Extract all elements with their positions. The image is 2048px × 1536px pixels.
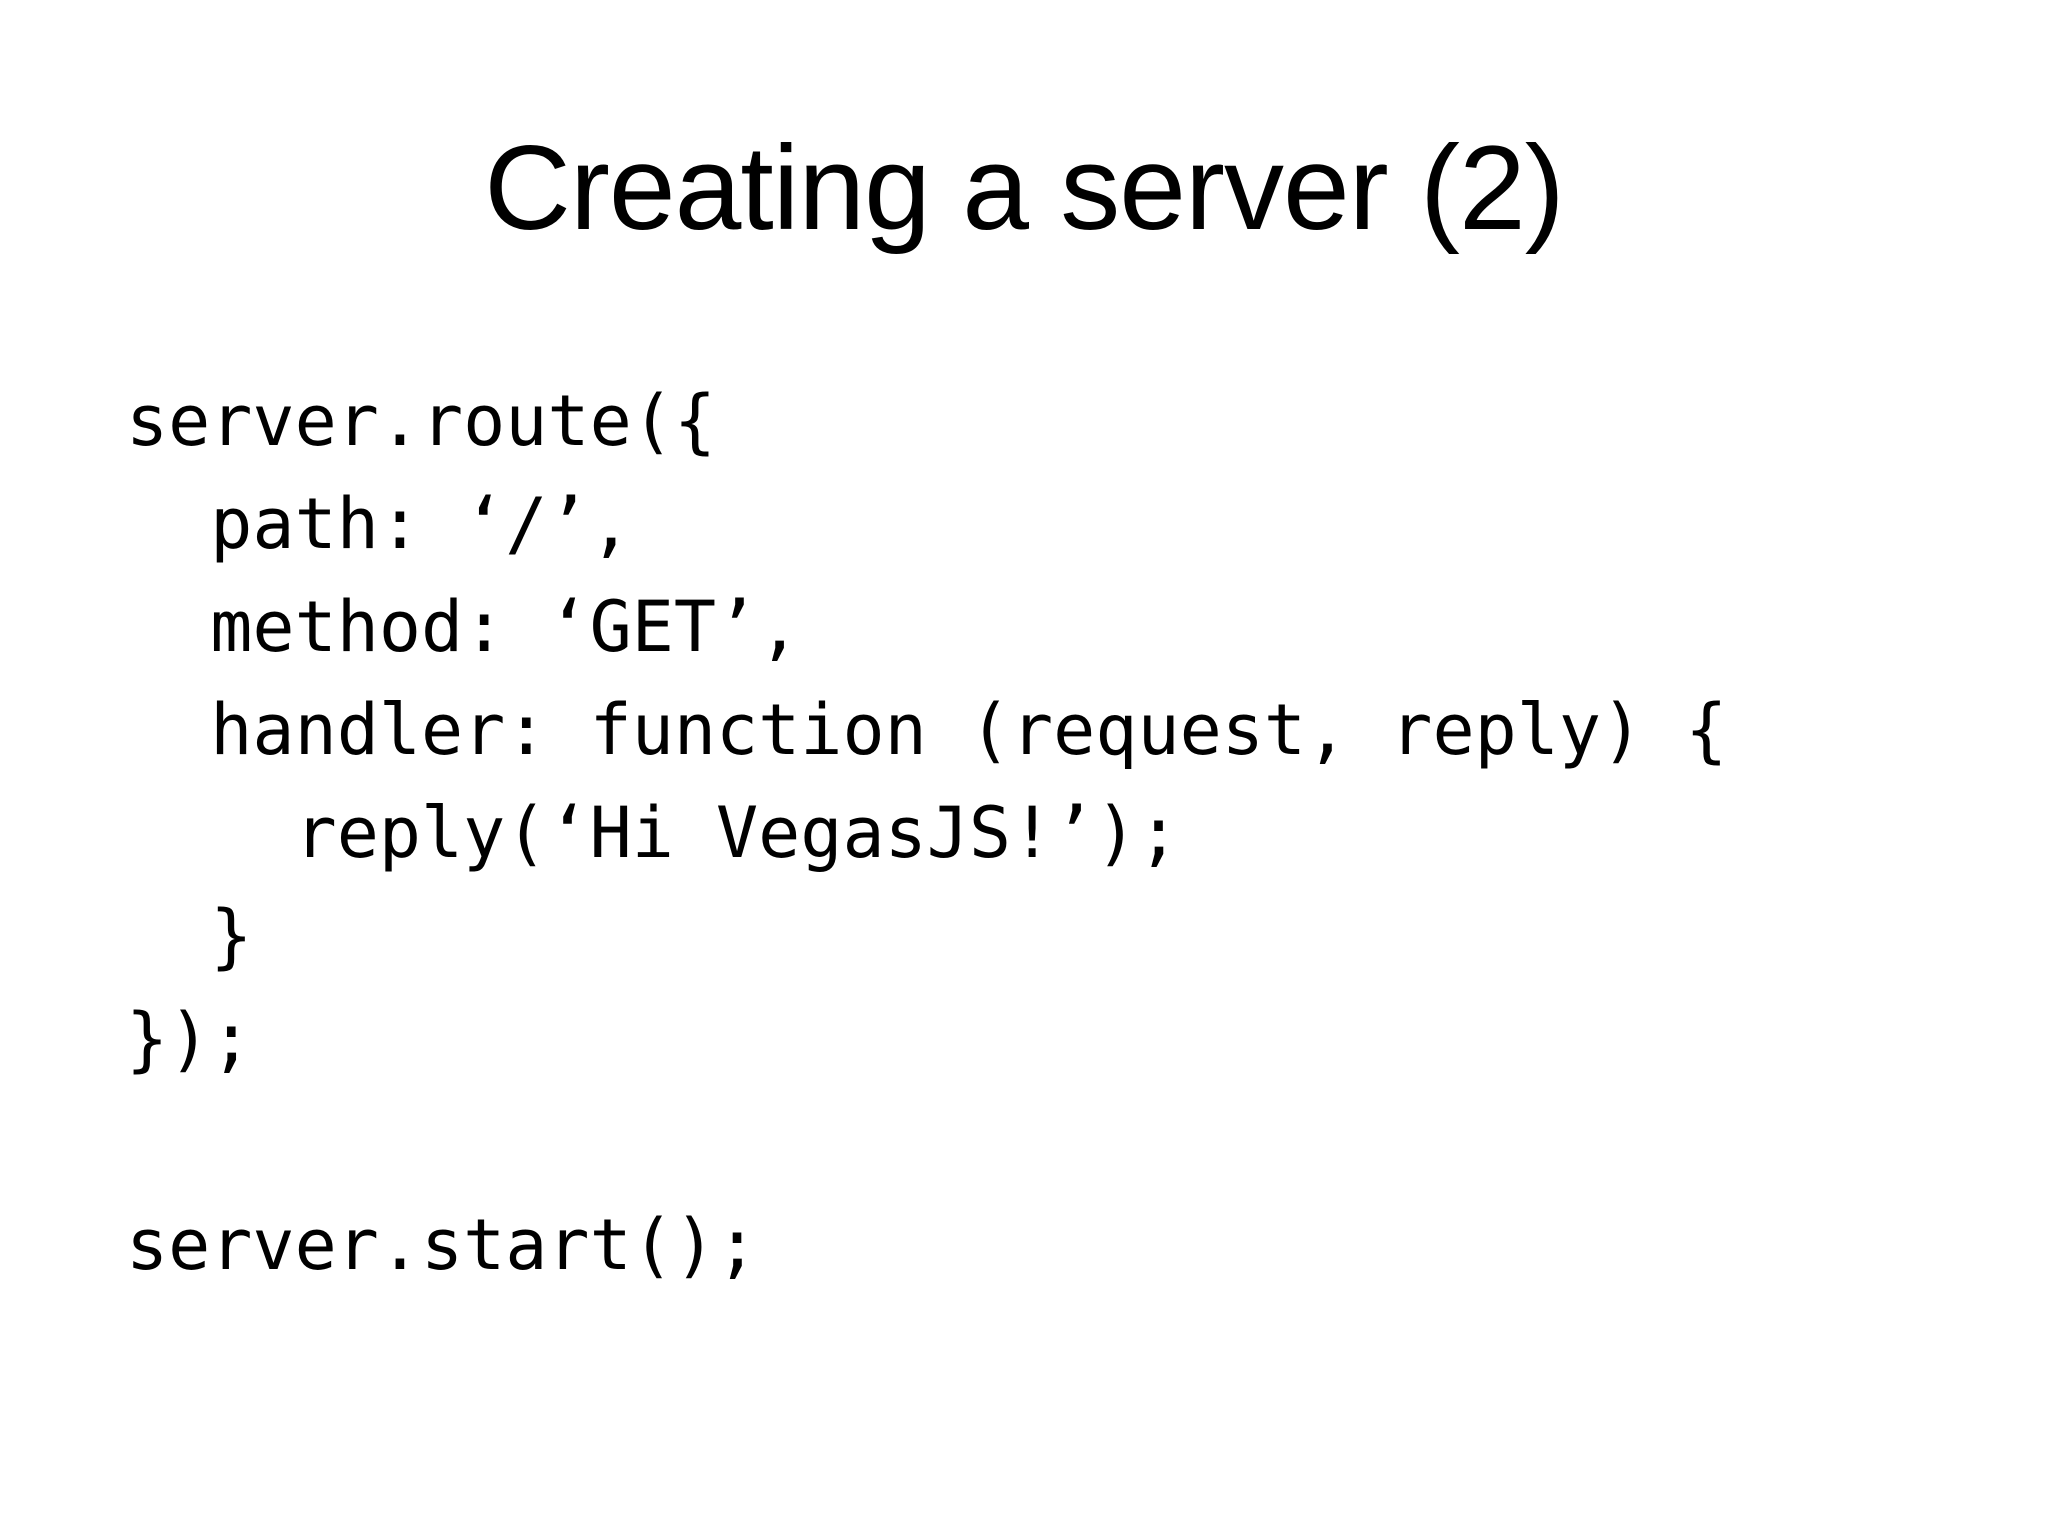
code-line: handler: function (request, reply) { xyxy=(126,689,1728,771)
code-line: path: ‘/’, xyxy=(126,483,632,565)
code-line: reply(‘Hi VegasJS!’); xyxy=(126,792,1180,874)
code-line: server.route({ xyxy=(126,380,717,462)
code-line: server.start(); xyxy=(126,1204,759,1286)
code-block: server.route({ path: ‘/’, method: ‘GET’,… xyxy=(126,370,1727,1297)
slide-title: Creating a server (2) xyxy=(484,121,1564,255)
code-line-blank xyxy=(126,1091,1727,1194)
code-line: method: ‘GET’, xyxy=(126,586,801,668)
code-line: }); xyxy=(126,998,253,1080)
code-line: } xyxy=(126,895,253,977)
